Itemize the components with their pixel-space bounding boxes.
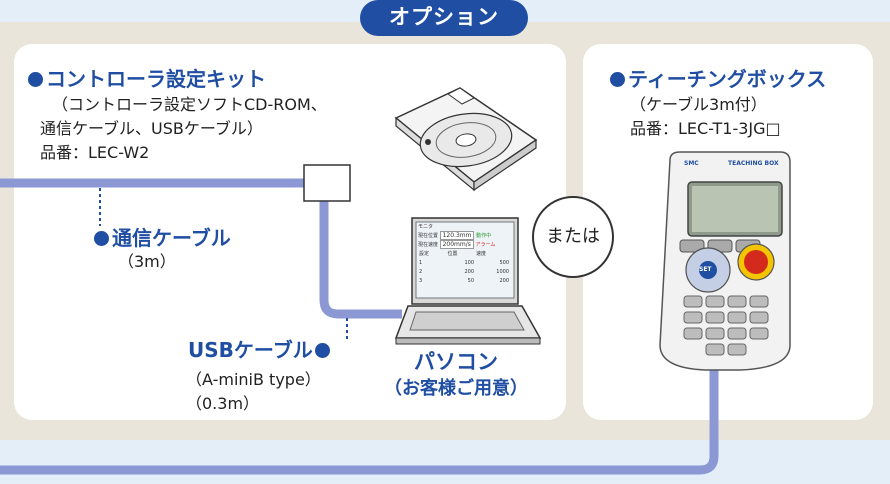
- table-cell: 200: [499, 278, 509, 284]
- cd-rom-icon: [394, 87, 538, 192]
- teaching-box-title: ティーチングボックス: [610, 63, 826, 92]
- comm-cable-title: 通信ケーブル: [94, 222, 231, 251]
- table-header: 位置: [447, 251, 458, 257]
- row2-label: 現在速度: [418, 242, 439, 248]
- table-cell: 2: [419, 269, 423, 275]
- table-row: 2 200 1000: [418, 268, 510, 277]
- comm-cable-length: （3m）: [118, 252, 176, 271]
- table-row: 1 100 500: [418, 259, 510, 268]
- pc-label: パソコン: [414, 350, 498, 374]
- screen-row-1: 現在位置 120.3mm 動作中: [418, 231, 512, 240]
- device-model: TEACHING BOX: [728, 160, 779, 167]
- row2-value: 200mm/s: [439, 240, 474, 249]
- pc-screen: モニタ 現在位置 120.3mm 動作中 現在速度 200mm/s アラーム 設…: [418, 224, 512, 296]
- bullet-icon: [94, 231, 109, 246]
- table-cell: 100: [464, 260, 475, 266]
- row1-value: 120.3mm: [439, 231, 475, 240]
- bottom-band: [0, 440, 890, 484]
- or-label: または: [532, 196, 614, 278]
- controller-kit-title-text: コントローラ設定キット: [46, 67, 266, 91]
- teaching-box-title-text: ティーチングボックス: [628, 67, 827, 91]
- usb-cable-length: （0.3m）: [186, 394, 260, 413]
- table-header: 設定: [419, 251, 430, 257]
- controller-kit-title: コントローラ設定キット: [28, 63, 266, 92]
- usb-cable-label: USBケーブル: [188, 338, 313, 362]
- junction-box: [303, 164, 351, 202]
- table-cell: 50: [467, 278, 475, 284]
- screen-row-2: 現在速度 200mm/s アラーム: [418, 240, 512, 249]
- table-cell: 200: [464, 269, 475, 275]
- table-row: 3 50 200: [418, 277, 510, 286]
- screen-table: 設定 位置 速度 1 100 500 2 200 1000 3 50 200: [418, 250, 510, 286]
- table-header: 速度: [476, 251, 487, 257]
- comm-cable-label: 通信ケーブル: [112, 226, 231, 250]
- table-cell: 1000: [496, 269, 509, 275]
- row1-label: 現在位置: [418, 233, 439, 239]
- row2-status: アラーム: [475, 242, 496, 248]
- bullet-icon: [610, 72, 625, 87]
- table-cell: 3: [419, 278, 423, 284]
- row1-status: 動作中: [476, 233, 492, 239]
- usb-cable-type: （A-miniB type）: [186, 370, 321, 389]
- teaching-box-desc: （ケーブル3m付）: [630, 95, 767, 114]
- controller-kit-desc-2: 通信ケーブル、USBケーブル）: [40, 119, 263, 138]
- device-brand: SMC: [684, 160, 699, 167]
- teaching-box-icon: [659, 151, 791, 371]
- table-cell: 1: [419, 260, 423, 266]
- pc-note: （お客様ご用意）: [384, 378, 528, 399]
- bullet-icon: [28, 72, 43, 87]
- screen-title: モニタ: [418, 224, 434, 230]
- bullet-icon: [314, 343, 330, 358]
- options-title: オプション: [360, 0, 528, 36]
- teaching-box-part-number: 品番：LEC-T1-3JG□: [630, 119, 781, 138]
- set-key-label: SET: [699, 266, 712, 273]
- table-cell: 500: [499, 260, 509, 266]
- usb-cable-title: USBケーブル: [188, 334, 333, 363]
- usb-cable-line: [319, 200, 402, 319]
- controller-kit-part-number: 品番：LEC-W2: [40, 143, 150, 162]
- teaching-box-cable: [0, 368, 719, 475]
- controller-kit-desc-1: （コントローラ設定ソフトCD-ROM、: [52, 95, 327, 114]
